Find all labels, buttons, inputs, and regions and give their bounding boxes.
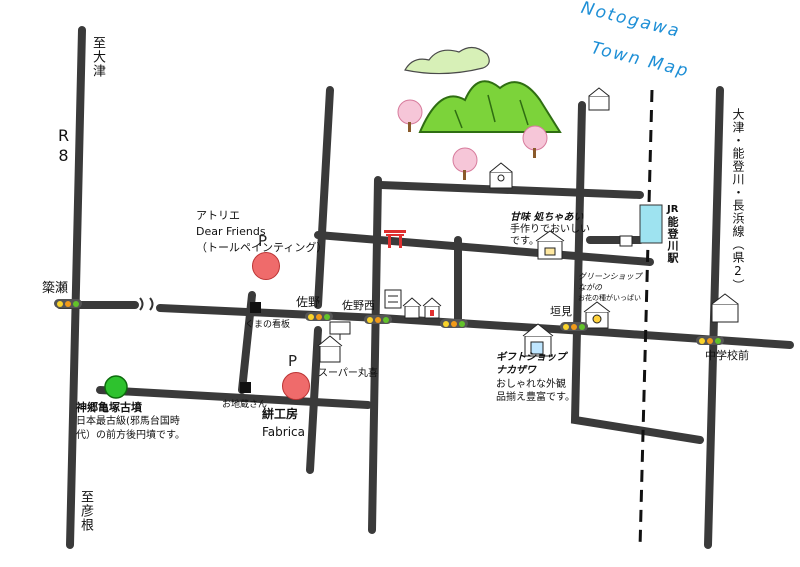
road-sano-west	[368, 176, 382, 534]
road-label-to-otsu: 至大津	[90, 36, 105, 78]
shop-icon	[583, 301, 611, 329]
parking-icon	[282, 372, 310, 400]
station-building	[639, 204, 663, 244]
traffic-light-icon	[440, 319, 468, 328]
sign-icon	[329, 321, 351, 340]
traffic-light-icon	[54, 299, 82, 308]
intersection-kakimi: 垣見	[550, 305, 572, 318]
parking-label: P	[288, 352, 298, 370]
cherry-tree-icon	[452, 147, 478, 180]
gift-desc-1: おしゃれな外観	[496, 379, 566, 390]
station-label-2: 能登川駅	[666, 216, 679, 264]
green-label-2: ながの	[578, 283, 602, 292]
atelier-label-3: （トールペインティング）	[196, 241, 328, 254]
amami-label-1: 甘味 処ちゃあい	[510, 212, 584, 223]
school-icon	[588, 87, 610, 111]
green-label-3: お花の種がいっぱい	[578, 294, 641, 302]
road-upper	[376, 181, 644, 199]
road-label-prefectural: 大津・能登川・長浜線（県2）	[731, 108, 745, 292]
kofun-desc-2: 代）の前方後円墳です。	[76, 430, 185, 441]
gift-desc-2: 品揃え豊富です。	[496, 392, 575, 403]
gift-label-2: ナカザワ	[496, 365, 536, 376]
cherry-tree-icon	[397, 99, 423, 132]
parking-icon	[252, 252, 280, 280]
station-label-1: JR	[667, 204, 679, 215]
super-label: スーパー丸喜	[318, 368, 378, 379]
shop-icon	[422, 297, 442, 319]
kuma-sign-label: くまの看板	[245, 320, 291, 330]
green-label-1: グリーンショップ	[578, 272, 642, 281]
traffic-light-icon	[696, 336, 724, 345]
road-sano	[314, 86, 334, 309]
road-r8	[66, 26, 86, 549]
road-fabrica	[306, 326, 322, 474]
shop-icon	[317, 335, 343, 363]
shop-icon	[402, 297, 422, 319]
traffic-light-icon	[305, 312, 333, 321]
building-icon	[384, 289, 402, 309]
intersection-yanase: 簗瀬	[42, 281, 69, 296]
kofun-icon	[104, 375, 128, 399]
intersection-sano-nishi: 佐野西	[342, 299, 375, 312]
fabrica-label-2: Fabrica	[262, 425, 305, 439]
road-south-left	[96, 386, 372, 409]
atelier-label-1: アトリエ	[196, 209, 240, 222]
atelier-label-2: Dear Friends	[196, 225, 266, 238]
amami-label-2: 手作りでおいしい	[510, 224, 590, 235]
road-break-mark	[139, 297, 154, 311]
school-icon	[489, 162, 513, 189]
road-label-r8: R8	[54, 126, 73, 166]
sign-icon	[619, 235, 633, 247]
intersection-chugakko-mae: 中学校前	[705, 349, 749, 362]
cloud-icon	[404, 46, 490, 75]
amami-label-3: です。	[510, 236, 539, 247]
school-icon	[711, 293, 739, 323]
parking-label: P	[258, 232, 268, 250]
traffic-light-icon	[560, 322, 588, 331]
gift-label-1: ギフトショップ	[496, 352, 566, 363]
kuma-sign-marker	[250, 302, 261, 313]
kofun-desc-1: 日本最古級(邪馬台国時	[76, 416, 180, 427]
shop-icon	[522, 323, 554, 357]
torii-icon	[384, 230, 406, 248]
intersection-sano: 佐野	[296, 295, 321, 309]
shop-icon	[535, 230, 565, 260]
cherry-tree-icon	[522, 125, 548, 158]
mountain-icon	[418, 80, 562, 133]
ojizo-marker	[240, 382, 251, 393]
road-kakimi	[570, 101, 704, 444]
traffic-light-icon	[364, 315, 392, 324]
kofun-name: 神郷亀塚古墳	[76, 401, 142, 414]
road-label-to-hikone: 至彦根	[78, 490, 93, 532]
railway-line	[638, 89, 654, 549]
fabrica-label-1: 絣工房	[262, 407, 299, 421]
ojizo-label: お地蔵さん	[222, 400, 268, 410]
